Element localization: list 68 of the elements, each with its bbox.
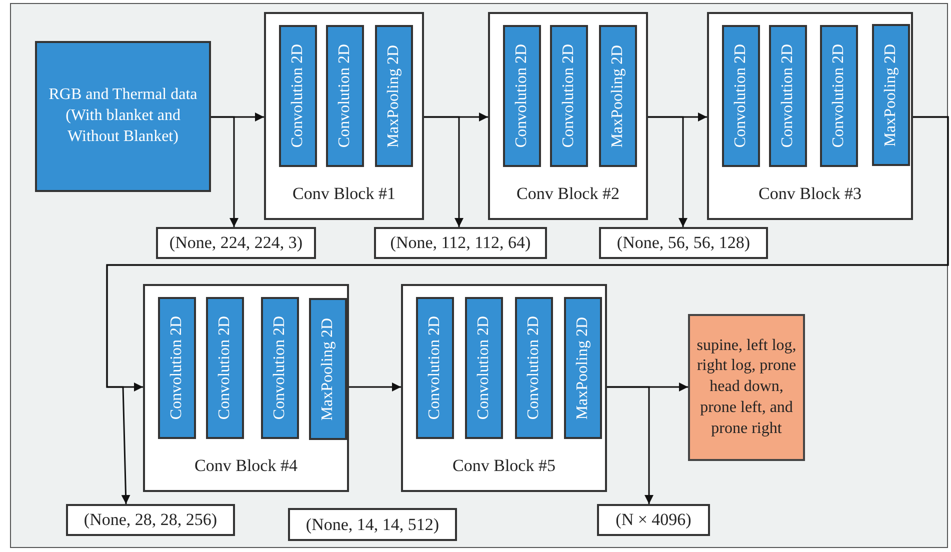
layer-label: MaxPooling 2D	[385, 44, 403, 148]
shape-box	[156, 227, 316, 259]
input-box	[35, 41, 211, 192]
shape-box	[374, 227, 547, 259]
layer-label: Convolution 2D	[216, 316, 234, 420]
conv-block	[488, 12, 648, 220]
shape-label: (None, 14, 14, 512)	[306, 514, 440, 534]
shape-box	[597, 504, 710, 536]
layer-label: Convolution 2D	[779, 44, 797, 148]
shape-label: (None, 224, 224, 3)	[169, 233, 303, 253]
shape-box	[288, 508, 457, 541]
layer-box	[158, 297, 196, 439]
arrow	[349, 382, 401, 392]
shape-label: (N × 4096)	[616, 510, 692, 530]
layer-box	[515, 297, 553, 439]
arrow	[106, 116, 949, 504]
layer-box	[550, 25, 588, 167]
block-title: Conv Block #2	[516, 184, 620, 204]
conv-block	[401, 284, 607, 492]
arrow	[607, 386, 654, 504]
layer-label: MaxPooling 2D	[882, 44, 900, 146]
layer-box	[206, 297, 244, 439]
arrow	[211, 116, 238, 227]
block-title: Conv Block #3	[758, 184, 862, 204]
layer-label: Convolution 2D	[560, 44, 578, 148]
layer-label: Convolution 2D	[289, 44, 307, 148]
block-title: Conv Block #4	[194, 456, 298, 476]
layer-box	[375, 25, 413, 167]
layer-box	[261, 297, 299, 439]
shape-label: (None, 56, 56, 128)	[616, 233, 750, 253]
layer-label: Convolution 2D	[426, 316, 444, 420]
layer-label: MaxPooling 2D	[574, 316, 592, 420]
layer-label: Convolution 2D	[830, 44, 848, 148]
shape-box	[599, 227, 768, 259]
conv-block	[143, 284, 349, 492]
layer-label: MaxPooling 2D	[319, 318, 337, 420]
layer-box	[722, 25, 760, 167]
shape-box	[66, 504, 235, 536]
class-label: supine, left log, right log, prone head down, prone left, and prone right	[696, 336, 798, 439]
layer-label: Convolution 2D	[513, 44, 531, 148]
shape-label: (None, 112, 112, 64)	[390, 233, 531, 253]
layer-box	[416, 297, 454, 439]
layer-label: Convolution 2D	[168, 316, 186, 420]
layer-label: Convolution 2D	[475, 316, 493, 420]
layer-box	[599, 25, 637, 167]
layer-box	[872, 24, 910, 166]
layer-box	[465, 297, 503, 439]
block-title: Conv Block #1	[292, 184, 396, 204]
arrow	[648, 116, 688, 227]
block-title: Conv Block #5	[452, 456, 556, 476]
conv-block	[707, 12, 913, 220]
layer-box	[503, 25, 541, 167]
layer-box	[769, 25, 807, 167]
conv-block	[264, 12, 424, 220]
layer-label: MaxPooling 2D	[609, 44, 627, 148]
layer-box	[820, 25, 858, 167]
layer-label: Convolution 2D	[336, 44, 354, 148]
layer-box	[279, 25, 317, 167]
layer-label: Convolution 2D	[525, 316, 543, 420]
layer-label: Convolution 2D	[732, 44, 750, 148]
input-label: RGB and Thermal data (With blanket and Without Blanket)	[48, 85, 198, 147]
layer-label: Convolution 2D	[271, 316, 289, 420]
layer-box	[564, 297, 602, 439]
layer-box	[309, 298, 347, 440]
output-box	[688, 314, 805, 461]
arrow	[424, 116, 464, 227]
shape-label: (None, 28, 28, 256)	[84, 510, 218, 530]
layer-box	[326, 25, 364, 167]
